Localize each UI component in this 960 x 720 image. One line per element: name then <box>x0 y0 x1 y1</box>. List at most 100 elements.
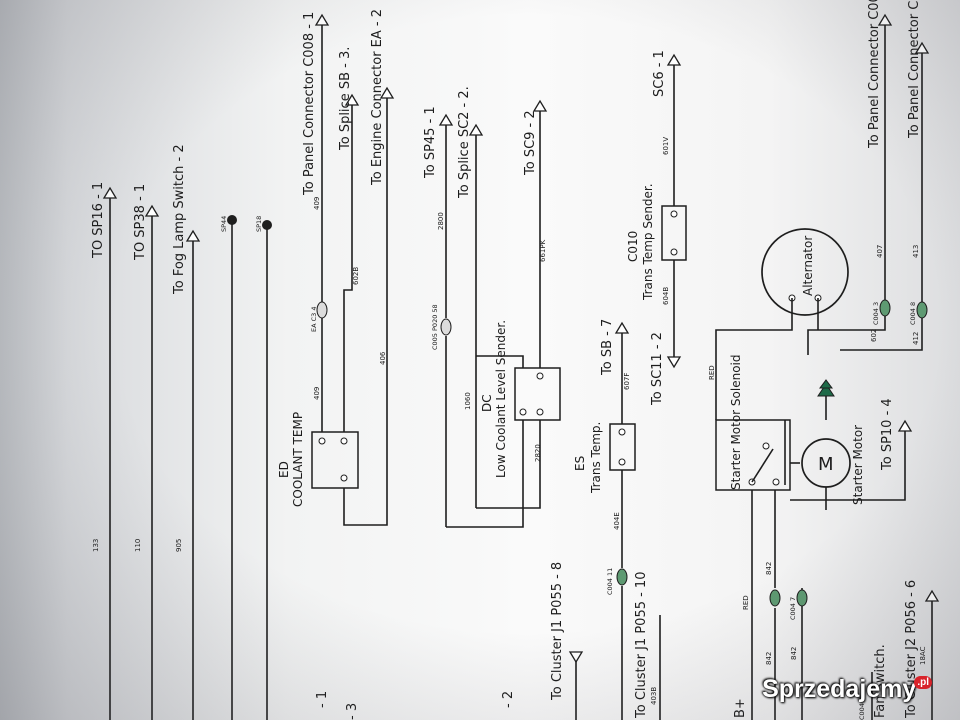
wire-to-sb7 <box>614 321 630 424</box>
wire-number: 842 <box>765 562 773 575</box>
wire-number: 842 <box>790 647 798 660</box>
wire-to-sc11 <box>666 260 682 369</box>
label-to-sb7: To SB - 7 <box>600 319 615 376</box>
motor-m-symbol: M <box>818 454 834 475</box>
label-left-1: - 1 <box>315 691 330 708</box>
ground-icon <box>817 379 835 420</box>
alternator-symbol <box>761 228 849 316</box>
wire-to-sc9 <box>532 99 548 368</box>
label-to-sc11: To SC11 - 2 <box>650 332 665 406</box>
label-to-sp16: TO SP16 - 1 <box>91 182 106 259</box>
wire-number: 604B <box>662 287 670 305</box>
splice-sp18: SP18 <box>255 216 263 232</box>
low-coolant-label: Low Coolant Level Sender. <box>494 320 508 478</box>
coolant-temp-box <box>311 431 359 489</box>
label-to-sp38: TO SP38 - 1 <box>133 184 148 261</box>
wire-842-lower <box>751 490 808 720</box>
watermark-text: Sprzedajemy <box>762 675 917 703</box>
label-to-sp10: To SP10 - 4 <box>880 398 895 471</box>
label-to-panel-right-1: To Panel Connector C00 <box>867 0 882 149</box>
alternator-label: Alternator <box>801 236 815 296</box>
connector-c005-p020-58: C005 P020 58 <box>431 304 439 350</box>
connector-c004-7: C004 7 <box>789 597 797 620</box>
wire-number: 133 <box>92 539 100 552</box>
wire-to-splice-sc2 <box>468 123 524 508</box>
wire-to-sp10 <box>790 419 913 501</box>
wire-number: 412 <box>912 332 920 345</box>
wire-110 <box>144 204 160 720</box>
coolant-temp-label: COOLANT TEMP <box>291 412 305 507</box>
wire-number: 602B <box>352 267 360 285</box>
wire-404e <box>616 470 628 720</box>
wire-number: RED <box>742 595 750 610</box>
wire-number: 661PK <box>539 239 547 262</box>
wire-to-cluster-j2 <box>924 589 940 720</box>
label-to-panel-right-2: To Panel Connector C <box>907 1 922 139</box>
wire-to-engine-ea <box>343 86 395 526</box>
wire-number: 905 <box>175 539 183 552</box>
wire-number: 409 <box>313 197 321 210</box>
es-code: ES <box>573 456 587 471</box>
c010-code: C010 <box>626 231 640 262</box>
ed-code: ED <box>277 461 291 478</box>
label-to-cluster-j1-10: To Cluster J1 P055 - 10 <box>634 572 649 719</box>
starter-motor-label: Starter Motor <box>851 425 865 505</box>
label-fan-switch: Fan Switch. <box>873 644 888 718</box>
label-left-2: - 2 <box>501 691 516 708</box>
wire-to-panel-c008 <box>314 13 330 432</box>
wire-number: 601V <box>662 137 670 155</box>
label-to-sp45: To SP45 - 1 <box>423 106 438 179</box>
label-left-3: - 3 <box>345 703 360 720</box>
trans-temp-label: Trans Temp. <box>589 422 603 494</box>
dc-code: DC <box>480 394 494 412</box>
wire-to-sp45 <box>438 113 454 527</box>
label-to-cluster-j1-8: To Cluster J1 P055 - 8 <box>550 562 565 701</box>
wire-to-cluster-j1-8 <box>568 651 584 720</box>
connector-c004-8: C004 8 <box>909 302 917 325</box>
starter-solenoid-box <box>715 419 791 491</box>
wire-number: 607F <box>623 373 631 390</box>
connector-ea-c3-4: EA C3 4 <box>310 307 318 333</box>
wire-number: 409 <box>313 387 321 400</box>
low-coolant-sender-box <box>514 367 561 421</box>
wire-1060 <box>476 420 541 509</box>
connector-c004-3: C004 3 <box>872 302 880 325</box>
trans-temp-sender-label: Trans Temp Sender. <box>641 183 655 301</box>
label-to-splice-sb: To Splice SB - 3. <box>338 47 353 151</box>
wire-red-alternator <box>715 298 793 420</box>
wire-to-sc6 <box>666 53 682 206</box>
wire-to-panel-right-1 <box>807 13 893 355</box>
wire-number: RED <box>708 365 716 380</box>
starter-solenoid-label: Starter Motor Solenoid <box>729 354 743 490</box>
wire-sp18 <box>262 220 272 720</box>
label-b-plus: B+ <box>733 698 748 718</box>
wire-number: 413 <box>912 245 920 258</box>
connector-c004-11: C004 11 <box>606 568 614 595</box>
label-to-fog-lamp: To Fog Lamp Switch - 2 <box>172 144 187 295</box>
wire-number: 2800 <box>437 212 445 230</box>
label-to-panel-c008: To Panel Connector C008 - 1 <box>302 12 317 196</box>
wire-number: 407 <box>876 245 884 258</box>
wire-number: 404E <box>613 512 621 530</box>
wire-to-splice-sb <box>343 93 360 432</box>
wire-sp44 <box>227 215 237 720</box>
label-to-engine-ea: To Engine Connector EA - 2 <box>370 9 385 186</box>
wire-number: 2820 <box>534 444 542 462</box>
wire-2820 <box>446 420 524 528</box>
watermark-logo: Sprzedajemy.pl <box>762 675 934 704</box>
wire-905 <box>185 229 201 720</box>
wire-number: 18AC <box>919 646 927 665</box>
wire-number: 842 <box>765 652 773 665</box>
wire-133 <box>102 186 118 720</box>
splice-sp44: SP44 <box>220 216 228 232</box>
wire-number: 602 <box>870 329 878 342</box>
wire-number: 1060 <box>464 392 472 410</box>
wire-number: 406 <box>379 351 387 365</box>
label-to-splice-sc2: To Splice SC2 - 2. <box>457 86 472 199</box>
wire-to-panel-right-2 <box>840 41 930 351</box>
wire-number: 110 <box>134 539 142 552</box>
label-to-sc6: SC6 - 1 <box>652 50 667 97</box>
wire-number: 403B <box>650 687 658 705</box>
